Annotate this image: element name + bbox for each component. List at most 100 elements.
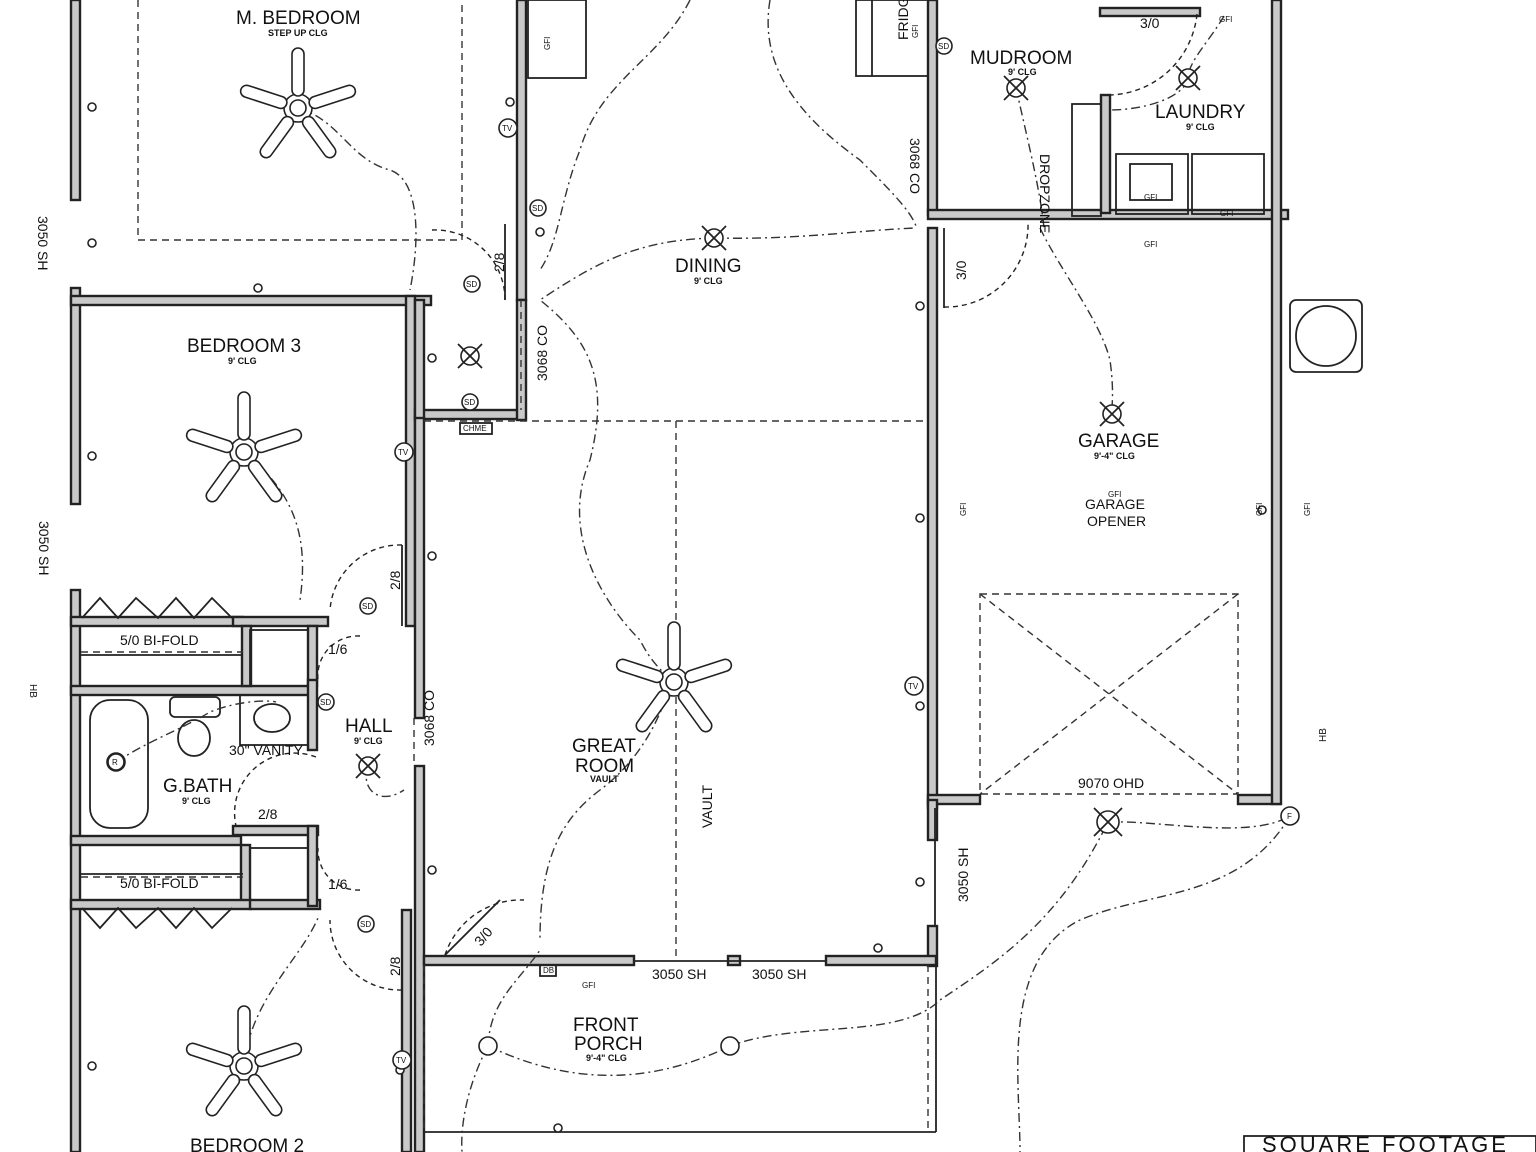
window-label: 3050 SH bbox=[955, 848, 971, 902]
smoke-detector-icon: SD bbox=[461, 393, 479, 411]
outlet-icon bbox=[427, 353, 437, 363]
dining-ceiling: 9' CLG bbox=[694, 276, 723, 286]
door-label: 1/6 bbox=[328, 876, 348, 892]
outlet-icon bbox=[915, 701, 925, 711]
light-icon bbox=[355, 753, 381, 779]
master-bedroom-title: M. BEDROOM bbox=[236, 8, 361, 29]
chime-label: CHME bbox=[463, 424, 487, 433]
wiring bbox=[115, 0, 1291, 1152]
square-footage-label: SQUARE FOOTAGE bbox=[1262, 1132, 1509, 1152]
bifold-top-label: 5/0 BI-FOLD bbox=[120, 632, 199, 648]
great-room-line2: ROOM bbox=[575, 756, 634, 777]
window-label: 3050 SH bbox=[35, 216, 51, 270]
dropzone-label: DROPZONE bbox=[1037, 154, 1053, 233]
svg-text:TV: TV bbox=[908, 682, 919, 691]
garage-title: GARAGE bbox=[1078, 431, 1159, 452]
front-porch-line1: FRONT bbox=[573, 1015, 639, 1036]
svg-text:SD: SD bbox=[362, 602, 373, 611]
garage-opener-line1: GARAGE bbox=[1085, 496, 1145, 512]
fan-icon bbox=[239, 47, 357, 159]
gfi-label: GFI bbox=[1220, 209, 1233, 218]
gfi-label: GFI bbox=[1219, 15, 1232, 24]
front-porch-ceiling: 9'-4" CLG bbox=[586, 1053, 627, 1063]
gfi-label: GFI bbox=[1255, 503, 1264, 516]
ceiling-fans bbox=[185, 47, 733, 1117]
outlet-icon bbox=[873, 943, 883, 953]
smoke-detector-icon: SD bbox=[463, 275, 481, 293]
outlet-icon bbox=[915, 877, 925, 887]
svg-text:F: F bbox=[1287, 812, 1292, 821]
gfi-label: GFI bbox=[959, 503, 968, 516]
door-label: 2/8 bbox=[258, 806, 278, 822]
door-label: 3/0 bbox=[471, 924, 496, 949]
outlet-icon bbox=[553, 1123, 563, 1133]
svg-text:SD: SD bbox=[464, 398, 475, 407]
svg-text:SD: SD bbox=[360, 920, 371, 929]
gfi-label: GFI bbox=[543, 37, 552, 50]
fixtures bbox=[81, 0, 1536, 1152]
light-icon bbox=[1280, 806, 1300, 826]
svg-text:R: R bbox=[112, 758, 118, 767]
mudroom-title: MUDROOM bbox=[970, 48, 1072, 69]
fan-icon bbox=[615, 621, 733, 733]
gfi-label: GFI bbox=[1144, 193, 1157, 202]
range-icon: R bbox=[107, 753, 125, 771]
light-icon bbox=[720, 1036, 740, 1056]
window-label: 3050 SH bbox=[652, 966, 706, 982]
hall-title: HALL bbox=[345, 716, 393, 737]
laundry-ceiling: 9' CLG bbox=[1186, 122, 1215, 132]
outlet-icon bbox=[505, 97, 515, 107]
vanity-label: 30" VANITY bbox=[229, 742, 304, 758]
great-room-line1: GREAT bbox=[572, 736, 636, 757]
vault-label: VAULT bbox=[699, 785, 715, 828]
tv-icon: TV bbox=[904, 676, 924, 696]
svg-text:SD: SD bbox=[532, 204, 543, 213]
bedroom2-title: BEDROOM 2 bbox=[190, 1136, 304, 1152]
svg-text:SD: SD bbox=[466, 280, 477, 289]
door-swings bbox=[233, 13, 1198, 991]
cased-opening-label: 3068 CO bbox=[907, 138, 923, 194]
smoke-detector-icon: SD bbox=[317, 693, 335, 711]
gfi-label: GFI bbox=[1144, 240, 1157, 249]
laundry-title: LAUNDRY bbox=[1155, 102, 1246, 123]
outlet-icon bbox=[427, 865, 437, 875]
svg-text:SD: SD bbox=[938, 42, 949, 51]
fan-icon bbox=[185, 1005, 303, 1117]
front-porch-line2: PORCH bbox=[574, 1034, 643, 1055]
outlet-icon bbox=[535, 227, 545, 237]
gbath-title: G.BATH bbox=[163, 776, 232, 797]
gfi-label: GFI bbox=[911, 25, 920, 38]
symbols: TV TV TV TV SD SD SD SD SD SD SD R F GFI… bbox=[27, 15, 1329, 1070]
outlet-icon bbox=[87, 1061, 97, 1071]
door-label: 2/8 bbox=[387, 956, 403, 976]
light-icon bbox=[478, 1036, 498, 1056]
hose-bib-label: HB bbox=[27, 684, 38, 698]
outlet-icon bbox=[915, 513, 925, 523]
gbath-ceiling: 9' CLG bbox=[182, 796, 211, 806]
bedroom3-title: BEDROOM 3 bbox=[187, 336, 301, 357]
outlet-icon bbox=[87, 102, 97, 112]
garage-door-label: 9070 OHD bbox=[1078, 775, 1144, 791]
outlet-icon bbox=[87, 238, 97, 248]
smoke-detector-icon: SD bbox=[935, 37, 953, 55]
gfi-label: GFI bbox=[582, 981, 595, 990]
light-icon bbox=[1099, 401, 1125, 427]
door-label: 1/6 bbox=[328, 641, 348, 657]
outlets bbox=[87, 97, 1267, 1133]
garage-ceiling: 9'-4" CLG bbox=[1094, 451, 1135, 461]
light-icon bbox=[701, 225, 727, 251]
gfi-label: GFI bbox=[1108, 490, 1121, 499]
tv-icon: TV bbox=[392, 1050, 412, 1070]
svg-text:TV: TV bbox=[502, 124, 513, 133]
cased-opening-label: 3068 CO bbox=[534, 325, 550, 381]
outlet-icon bbox=[915, 301, 925, 311]
svg-text:TV: TV bbox=[396, 1056, 407, 1065]
door-label: 3/0 bbox=[1140, 15, 1160, 31]
room-labels: M. BEDROOM STEP UP CLG BEDROOM 3 9' CLG … bbox=[120, 0, 1509, 1152]
fridge-label: FRIDGE bbox=[895, 0, 911, 40]
door-label: 2/8 bbox=[387, 570, 403, 590]
dining-title: DINING bbox=[675, 256, 742, 277]
fan-icon bbox=[185, 391, 303, 503]
light-icon bbox=[457, 343, 483, 369]
hall-ceiling: 9' CLG bbox=[354, 736, 383, 746]
